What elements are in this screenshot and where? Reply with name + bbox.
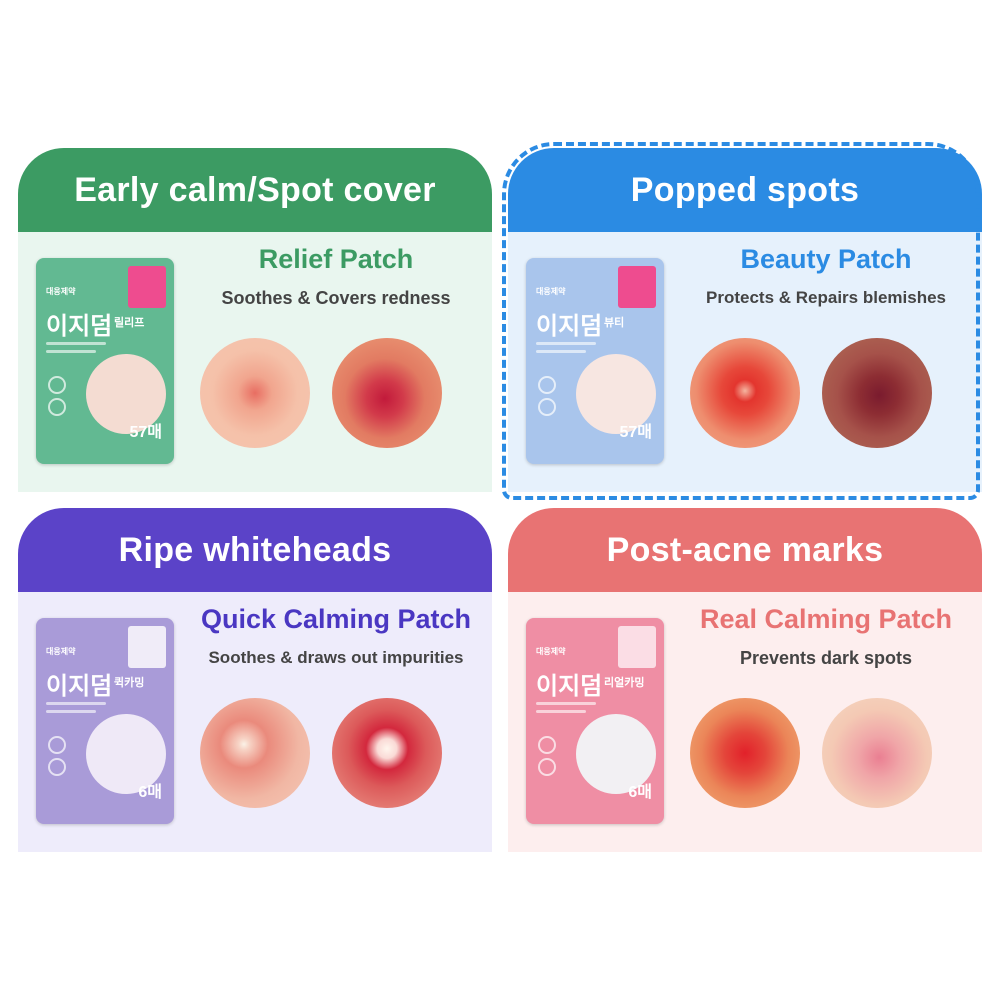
card-early-calm: Early calm/Spot cover 대웅제약 이지덤 릴리프 57매 R… <box>18 148 492 492</box>
package-badge-icon <box>538 736 556 754</box>
product-package: 대웅제약 이지덤 릴리프 57매 <box>36 258 174 464</box>
skin-after-image <box>822 338 932 448</box>
package-name: 이지덤 <box>46 312 113 340</box>
package-tag <box>128 266 166 308</box>
package-face-image <box>576 354 656 434</box>
package-count: 57매 <box>619 424 652 441</box>
skin-after-image <box>822 698 932 808</box>
package-badge-icon <box>538 758 556 776</box>
card-header: Early calm/Spot cover <box>18 148 492 232</box>
package-badge-icon <box>48 736 66 754</box>
package-sub: 뷰티 <box>604 316 625 329</box>
skin-before-image <box>200 338 310 448</box>
product-package: 대웅제약 이지덤 퀵카밍 6매 <box>36 618 174 824</box>
product-description: Soothes & Covers redness <box>221 288 451 308</box>
package-brand: 대웅제약 <box>536 647 566 656</box>
package-badge-icon <box>48 758 66 776</box>
package-text-line <box>536 702 596 705</box>
package-badge-icon <box>538 398 556 416</box>
package-badge-icon <box>48 398 66 416</box>
package-text-line <box>46 710 96 713</box>
product-description: Soothes & draws out impurities <box>208 648 464 667</box>
package-patch-image <box>86 714 166 794</box>
package-tag <box>618 266 656 308</box>
package-face-image <box>86 354 166 434</box>
card-post-acne-marks: Post-acne marks 대웅제약 이지덤 리얼카밍 6매 Real Ca… <box>508 508 982 852</box>
package-sub: 리얼카밍 <box>604 676 645 689</box>
product-title: Beauty Patch <box>740 244 912 274</box>
skin-before-image <box>690 338 800 448</box>
card-header: Ripe whiteheads <box>18 508 492 592</box>
skin-before-image <box>200 698 310 808</box>
package-text-line <box>536 710 586 713</box>
product-package: 대웅제약 이지덤 리얼카밍 6매 <box>526 618 664 824</box>
card-panel: 대웅제약 이지덤 리얼카밍 6매 Real Calming Patch Prev… <box>508 592 982 852</box>
package-brand: 대웅제약 <box>46 647 76 656</box>
package-text-line <box>46 350 96 353</box>
card-ripe-whiteheads: Ripe whiteheads 대웅제약 이지덤 퀵카밍 6매 Quick Ca… <box>18 508 492 852</box>
package-text-line <box>46 702 106 705</box>
package-count: 6매 <box>628 784 652 801</box>
skin-before-image <box>690 698 800 808</box>
card-panel: 대웅제약 이지덤 뷰티 57매 Beauty Patch Protects & … <box>508 232 982 492</box>
package-sub: 퀵카밍 <box>114 676 145 689</box>
product-description: Prevents dark spots <box>739 648 913 668</box>
package-patch-image <box>576 714 656 794</box>
package-name: 이지덤 <box>46 672 113 700</box>
package-sub: 릴리프 <box>114 316 145 329</box>
package-badge-icon <box>48 376 66 394</box>
skin-after-image <box>332 338 442 448</box>
card-panel: 대웅제약 이지덤 릴리프 57매 Relief Patch Soothes & … <box>18 232 492 492</box>
card-panel: 대웅제약 이지덤 퀵카밍 6매 Quick Calming Patch Soot… <box>18 592 492 852</box>
package-name: 이지덤 <box>536 672 603 700</box>
product-title: Relief Patch <box>258 244 414 274</box>
package-brand: 대웅제약 <box>536 287 566 296</box>
skin-after-image <box>332 698 442 808</box>
package-count: 6매 <box>138 784 162 801</box>
product-title: Real Calming Patch <box>699 604 953 634</box>
package-tag <box>618 626 656 668</box>
package-count: 57매 <box>129 424 162 441</box>
package-brand: 대웅제약 <box>46 287 76 296</box>
package-text-line <box>536 350 586 353</box>
package-tag <box>128 626 166 668</box>
card-header: Popped spots <box>508 148 982 232</box>
product-title: Quick Calming Patch <box>200 604 472 634</box>
product-description: Protects & Repairs blemishes <box>706 288 946 307</box>
product-package: 대웅제약 이지덤 뷰티 57매 <box>526 258 664 464</box>
package-badge-icon <box>538 376 556 394</box>
card-header: Post-acne marks <box>508 508 982 592</box>
package-name: 이지덤 <box>536 312 603 340</box>
package-text-line <box>536 342 596 345</box>
package-text-line <box>46 342 106 345</box>
card-popped-spots: Popped spots 대웅제약 이지덤 뷰티 57매 Beauty Patc… <box>508 148 982 492</box>
